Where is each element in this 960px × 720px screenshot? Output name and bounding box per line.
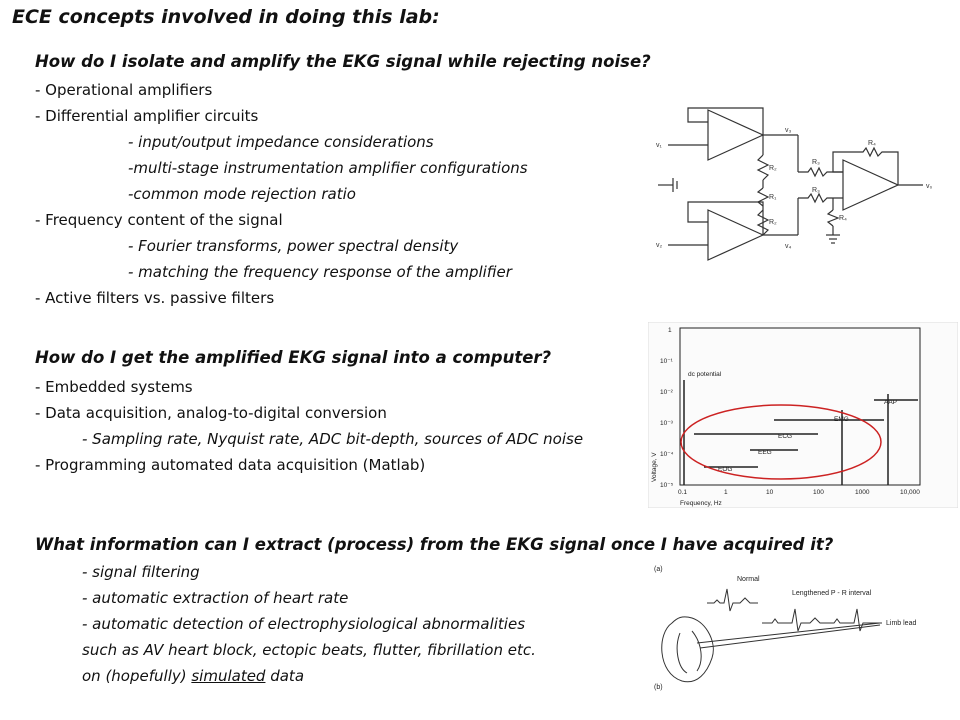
opamp-2: [707, 209, 765, 261]
x-axis-label: Frequency, Hz: [680, 500, 722, 507]
list-item: - Sampling rate, Nyquist rate, ADC bit-d…: [82, 430, 584, 448]
y-tick: 10⁻⁵: [660, 482, 674, 489]
y-axis-label: Voltage, V: [651, 452, 658, 482]
circuit-label: R₄: [868, 140, 876, 147]
circuit-label: v₀: [926, 183, 933, 190]
heart-outline: [661, 616, 714, 683]
chart-annotation: EOG: [718, 466, 732, 473]
list-item: - input/output impedance considerations: [128, 133, 434, 151]
section3-heading: What information can I extract (process)…: [35, 535, 834, 554]
circuit-label: v₂: [656, 242, 663, 249]
list-item: - signal filtering: [82, 563, 200, 581]
figure-label: Lengthened P - R interval: [792, 590, 872, 597]
y-tick: 10⁻²: [660, 389, 674, 396]
list-item: - Data acquisition, analog-to-digital co…: [35, 404, 387, 422]
x-tick: 1000: [855, 489, 870, 496]
x-tick: 0.1: [678, 489, 687, 496]
list-item: - automatic extraction of heart rate: [82, 589, 349, 607]
list-item: -common mode rejection ratio: [128, 185, 356, 203]
x-tick: 10: [766, 489, 774, 496]
section1-heading: How do I isolate and amplify the EKG sig…: [35, 52, 651, 71]
ekg-heart-block-figure: (a) Normal Lengthened P - R interval Lim…: [654, 566, 916, 691]
figure-label: Normal: [737, 576, 760, 583]
list-item-last: on (hopefully) simulated data: [82, 667, 304, 685]
list-item: - Frequency content of the signal: [35, 211, 283, 229]
list-item: such as AV heart block, ectopic beats, f…: [82, 641, 536, 659]
figure-label: (b): [654, 684, 663, 691]
list-item: - matching the frequency response of the…: [128, 263, 512, 281]
underlined-word: simulated: [191, 667, 266, 685]
list-item: - Embedded systems: [35, 378, 193, 396]
circuit-label: v₄: [785, 243, 792, 250]
circuit-label: R₂: [769, 219, 777, 226]
page-title: ECE concepts involved in doing this lab:: [12, 6, 440, 28]
list-item: - Programming automated data acquisition…: [35, 456, 426, 474]
circuit-label: R₂: [769, 165, 777, 172]
bioelectric-signal-frequency-chart: 1 10⁻¹ 10⁻² 10⁻³ 10⁻⁴ 10⁻⁵ 0.1 1 10 100 …: [648, 322, 958, 508]
chart-annotation: EEG: [758, 449, 772, 456]
y-tick: 10⁻¹: [660, 358, 674, 365]
chart-annotation: AAP: [884, 399, 897, 406]
y-tick: 1: [668, 327, 672, 334]
circuit-label: R₄: [839, 215, 847, 222]
chart-annotation: ECG: [778, 433, 792, 440]
instrumentation-amplifier-circuit: v₁ v₂ R₂ R₁ R₂ R₃ R₄ R₃ R₄ v₃ v₄ v₀: [656, 107, 933, 261]
circuit-label: v₁: [656, 142, 663, 149]
list-item: - automatic detection of electrophysiolo…: [82, 615, 526, 633]
lengthened-pr-trace: [762, 608, 882, 632]
y-tick: 10⁻⁴: [660, 451, 674, 458]
list-item: - Differential amplifier circuits: [35, 107, 259, 125]
x-tick: 1: [724, 489, 728, 496]
circuit-label: R₁: [769, 194, 777, 201]
y-tick: 10⁻³: [660, 420, 674, 427]
circuit-label: R₃: [812, 187, 820, 194]
circuit-label: R₃: [812, 159, 820, 166]
figure-label: (a): [654, 566, 663, 573]
highlight-ellipse: [680, 404, 882, 480]
figure-label: Limb lead: [886, 620, 916, 627]
last-suffix: data: [265, 667, 305, 685]
last-prefix: on (hopefully): [82, 667, 192, 685]
list-item: - Operational amplifiers: [35, 81, 213, 99]
list-item: - Fourier transforms, power spectral den…: [128, 237, 459, 255]
plot-frame: [679, 327, 921, 486]
chart-annotation: dc potential: [688, 371, 722, 378]
opamp-3: [842, 159, 900, 211]
x-tick: 10,000: [900, 489, 920, 496]
circuit-label: v₃: [785, 127, 792, 134]
list-item: - Active filters vs. passive filters: [35, 289, 275, 307]
normal-ekg-trace: [707, 588, 758, 612]
list-item: -multi-stage instrumentation amplifier c…: [128, 159, 528, 177]
opamp-1: [707, 109, 765, 161]
section2-heading: How do I get the amplified EKG signal in…: [35, 348, 552, 367]
x-tick: 100: [813, 489, 824, 496]
